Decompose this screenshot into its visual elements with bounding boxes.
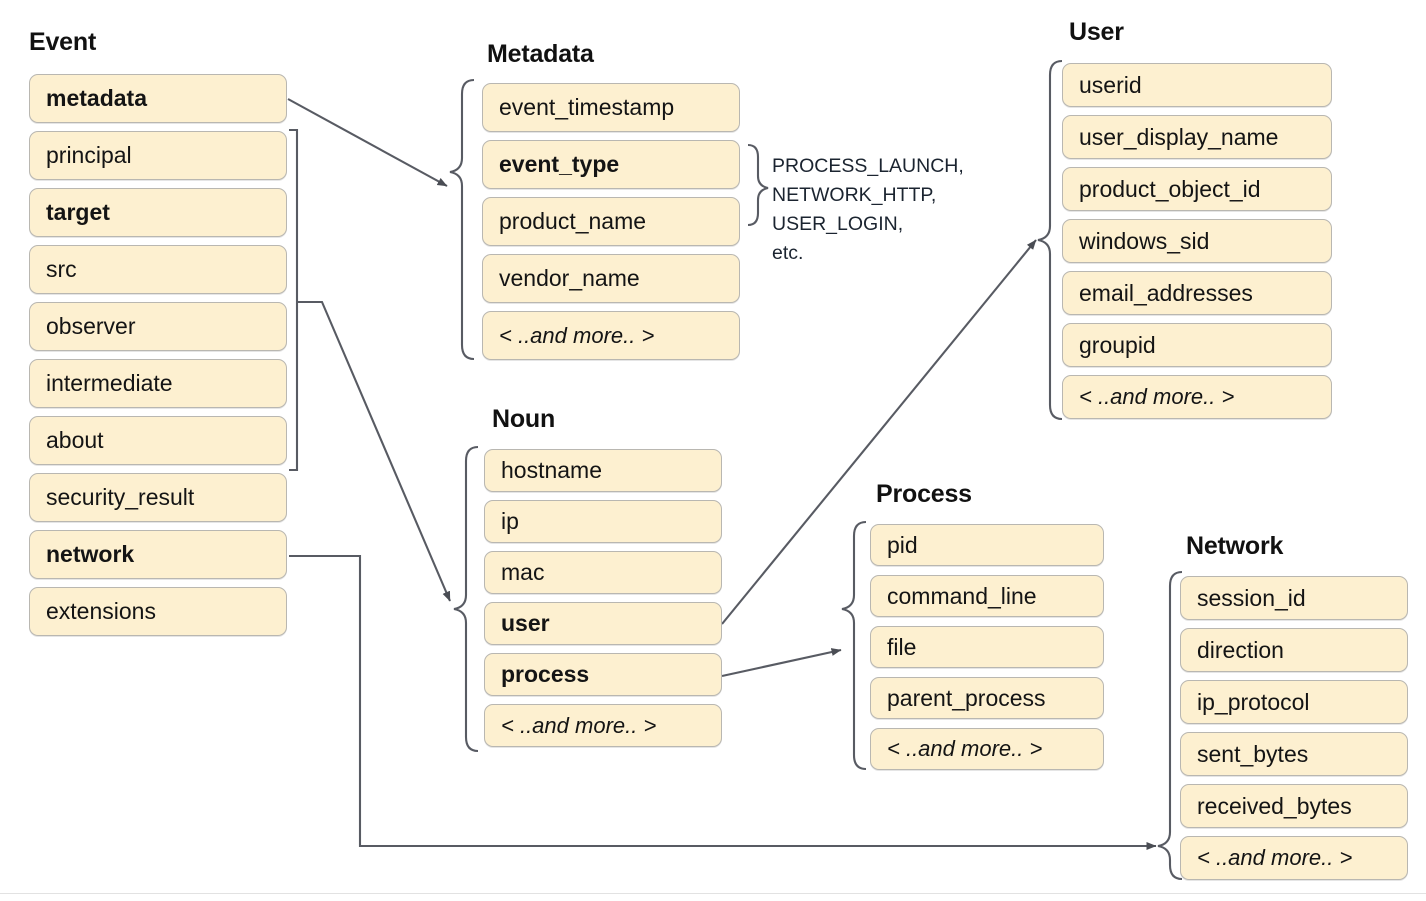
brace-event-type-values [747,143,769,227]
field-metadata-event-type[interactable]: event_type [482,140,740,189]
bracket-event-nouns [289,128,299,472]
field-process-file[interactable]: file [870,626,1104,668]
field-network-ip-protocol[interactable]: ip_protocol [1180,680,1408,724]
field-network-session-id[interactable]: session_id [1180,576,1408,620]
field-event-observer[interactable]: observer [29,302,287,351]
fields-metadata: event_timestamp event_type product_name … [482,83,740,363]
field-process-more[interactable]: < ..and more.. > [870,728,1104,770]
group-title-process: Process [876,480,972,508]
field-metadata-more[interactable]: < ..and more.. > [482,311,740,360]
wire-metadata [287,98,448,187]
fields-process: pid command_line file parent_process < .… [870,524,1104,774]
field-network-direction[interactable]: direction [1180,628,1408,672]
field-noun-mac[interactable]: mac [484,551,722,594]
group-title-network: Network [1186,532,1284,560]
group-title-metadata: Metadata [487,40,594,68]
field-metadata-event-timestamp[interactable]: event_timestamp [482,83,740,132]
group-network: Network [1186,534,1283,559]
field-event-src[interactable]: src [29,245,287,294]
field-noun-more[interactable]: < ..and more.. > [484,704,722,747]
field-event-metadata[interactable]: metadata [29,74,287,123]
field-event-target[interactable]: target [29,188,287,237]
field-event-principal[interactable]: principal [29,131,287,180]
group-noun: Noun [492,407,555,432]
brace-user [1037,59,1063,421]
field-user-windows-sid[interactable]: windows_sid [1062,219,1332,263]
field-noun-user[interactable]: user [484,602,722,645]
field-network-more[interactable]: < ..and more.. > [1180,836,1408,880]
field-noun-hostname[interactable]: hostname [484,449,722,492]
group-user: User [1069,20,1124,45]
field-noun-process[interactable]: process [484,653,722,696]
group-metadata: Metadata [487,42,594,67]
field-network-received-bytes[interactable]: received_bytes [1180,784,1408,828]
group-title-user: User [1069,18,1124,46]
field-process-parent-process[interactable]: parent_process [870,677,1104,719]
group-event: Event [29,30,96,55]
field-event-intermediate[interactable]: intermediate [29,359,287,408]
fields-event: metadata principal target src observer i… [29,74,287,644]
field-noun-ip[interactable]: ip [484,500,722,543]
annotation-event-type-values: PROCESS_LAUNCH, NETWORK_HTTP, USER_LOGIN… [772,155,964,264]
field-user-groupid[interactable]: groupid [1062,323,1332,367]
group-title-noun: Noun [492,405,556,433]
fields-network: session_id direction ip_protocol sent_by… [1180,576,1408,880]
field-user-userid[interactable]: userid [1062,63,1332,107]
field-user-product-object-id[interactable]: product_object_id [1062,167,1332,211]
brace-network [1157,570,1183,881]
brace-noun [453,445,479,753]
brace-metadata [449,78,475,361]
field-event-security-result[interactable]: security_result [29,473,287,522]
fields-noun: hostname ip mac user process < ..and mor… [484,449,722,751]
field-event-extensions[interactable]: extensions [29,587,287,636]
wire-process [721,648,842,678]
footer-divider [0,893,1426,894]
wire-noun [297,300,451,602]
group-title-event: Event [29,28,97,56]
field-metadata-vendor-name[interactable]: vendor_name [482,254,740,303]
field-metadata-product-name[interactable]: product_name [482,197,740,246]
field-network-sent-bytes[interactable]: sent_bytes [1180,732,1408,776]
group-process: Process [876,482,972,507]
brace-process [841,520,867,771]
field-user-more[interactable]: < ..and more.. > [1062,375,1332,419]
field-user-email-addresses[interactable]: email_addresses [1062,271,1332,315]
field-process-pid[interactable]: pid [870,524,1104,566]
field-user-display-name[interactable]: user_display_name [1062,115,1332,159]
field-event-network[interactable]: network [29,530,287,579]
field-process-command-line[interactable]: command_line [870,575,1104,617]
fields-user: userid user_display_name product_object_… [1062,63,1332,423]
field-event-about[interactable]: about [29,416,287,465]
